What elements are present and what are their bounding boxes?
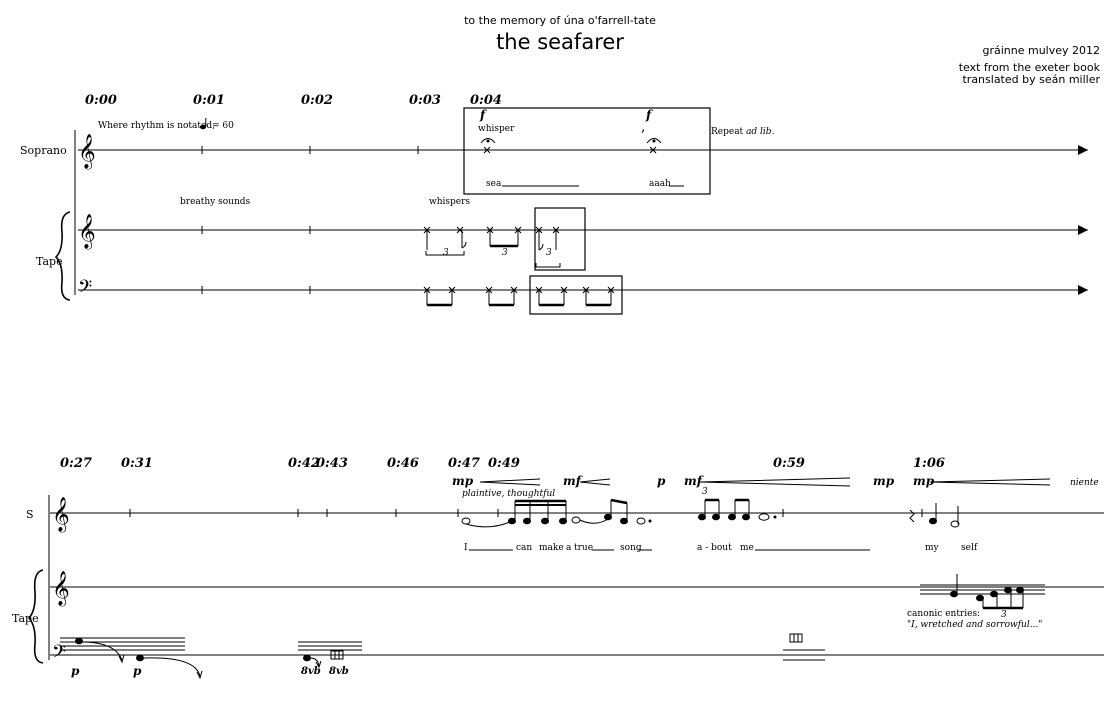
- lyric-syllable: me: [740, 543, 754, 553]
- dynamic-mezzo-piano: mp: [452, 474, 474, 488]
- x-notehead-group: [423, 286, 615, 307]
- lyric-sea: sea: [486, 179, 502, 189]
- canonic-text: "I, wretched and sorrowful...": [907, 620, 1043, 630]
- instrument-label-soprano: Soprano: [20, 144, 67, 157]
- timestamp: 0:31: [121, 456, 153, 471]
- dynamic-piano: p: [133, 664, 142, 678]
- ottava-bassa: 8vb: [329, 666, 349, 677]
- timestamp: 0:43: [316, 456, 348, 471]
- timestamp: 0:02: [301, 93, 333, 108]
- timestamp: 0:03: [409, 93, 441, 108]
- canonic-label: canonic entries:: [907, 609, 981, 619]
- fermata-x-notehead-icons: ,: [480, 119, 662, 154]
- timestamp: 0:46: [387, 456, 419, 471]
- timestamp: 0:49: [488, 456, 520, 471]
- text-source-credit: text from the exeter book: [958, 61, 1100, 74]
- dynamic-mezzo-piano: mp: [873, 474, 895, 488]
- treble-clef-icon: 𝄞: [78, 134, 96, 170]
- timestamp: 0:01: [193, 93, 225, 108]
- system2-staves: [27, 477, 1104, 664]
- lyric-aaah: aaah: [649, 179, 671, 189]
- dynamic-piano: p: [657, 474, 666, 488]
- soprano-melody: [461, 498, 960, 528]
- dynamic-forte: f: [646, 108, 652, 122]
- treble-clef-icon: 𝄞: [78, 214, 96, 250]
- dynamic-mezzo-forte: mf: [563, 474, 581, 488]
- dynamic-forte: f: [480, 108, 486, 122]
- whispers-label: whispers: [429, 197, 471, 207]
- lyric-syllable: self: [961, 543, 978, 553]
- lyric-syllable: my: [925, 543, 939, 553]
- bass-clef-icon: 𝄢: [78, 277, 92, 302]
- timestamp: 0:27: [60, 456, 92, 471]
- repeat-text: Repeat: [711, 127, 744, 137]
- tape-brace: [54, 211, 71, 301]
- timestamp: 0:47: [448, 456, 480, 471]
- expression-marking: plaintive, thoughtful: [462, 489, 556, 499]
- treble-clef-icon: 𝄞: [52, 571, 70, 607]
- timestamp: 0:04: [470, 93, 502, 108]
- timestamp: 1:06: [913, 456, 945, 471]
- instrument-label-tape: Tape: [36, 255, 63, 268]
- triplet-mark: 3: [443, 248, 449, 258]
- score-title: the seafarer: [496, 30, 624, 54]
- niente-marking: niente: [1070, 478, 1099, 488]
- triplet-mark: 3: [546, 248, 552, 258]
- bass-clef-icon: 𝄢: [52, 642, 66, 667]
- timestamp: 0:59: [773, 456, 805, 471]
- lyric-syllable: song: [620, 543, 642, 553]
- lyric-syllable: I: [464, 543, 468, 553]
- breathy-sounds-label: breathy sounds: [180, 197, 251, 207]
- lyric-syllable: a: [566, 543, 572, 553]
- dynamic-mezzo-forte: mf: [684, 474, 702, 488]
- lyric-syllable: make: [539, 543, 564, 553]
- triplet-mark: 3: [502, 248, 508, 258]
- lyric-syllable: true: [574, 543, 594, 553]
- canonic-notes: [920, 574, 1045, 610]
- bass-notes: [75, 633, 803, 680]
- repeat-instruction: Repeat ad lib.: [711, 127, 774, 137]
- instrument-label-soprano: S: [26, 508, 34, 521]
- repeat-box: [463, 107, 711, 195]
- treble-clef-icon: 𝄞: [52, 497, 70, 533]
- lyric-syllable: a - bout: [697, 543, 732, 553]
- translation-credit: translated by seán miller: [962, 73, 1100, 86]
- lyric-syllable: can: [516, 543, 533, 553]
- dynamic-piano: p: [71, 664, 80, 678]
- x-notehead-group: [423, 226, 561, 268]
- ottava-bassa: 8vb: [301, 666, 321, 677]
- repeat-box: [529, 275, 623, 315]
- svg-text:,: ,: [641, 119, 645, 135]
- ad-lib-text: ad lib.: [746, 127, 775, 137]
- triplet-mark: 3: [1001, 610, 1007, 620]
- system1-staves: [54, 107, 1088, 315]
- dedication: to the memory of úna o'farrell-tate: [464, 14, 656, 27]
- composer: gráinne mulvey 2012: [982, 44, 1100, 57]
- timestamp: 0:00: [85, 93, 117, 108]
- whisper-instruction: whisper: [478, 124, 515, 134]
- repeat-box: [534, 207, 586, 271]
- tempo-value: = 60: [212, 121, 234, 131]
- triplet-mark: 3: [702, 487, 708, 497]
- tempo-instruction: Where rhythm is notated,: [98, 121, 215, 131]
- tape-brace: [27, 569, 44, 664]
- timestamp: 0:42: [288, 456, 320, 471]
- quarter-note-icon: [200, 118, 207, 130]
- dynamic-mezzo-piano: mp: [913, 474, 935, 488]
